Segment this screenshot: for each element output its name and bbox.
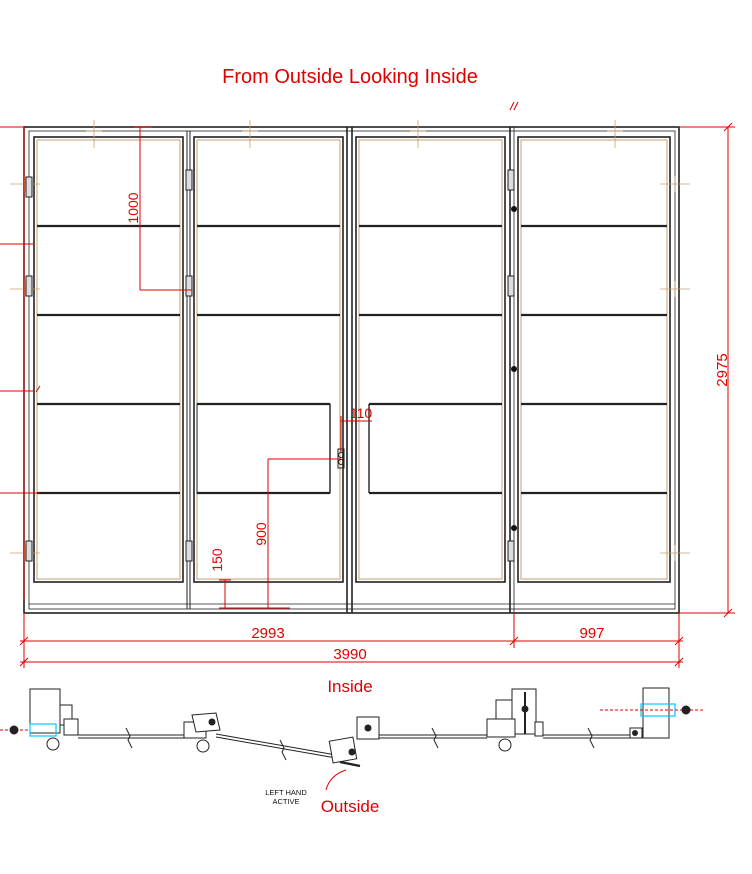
outside-label: Outside	[321, 797, 380, 816]
dimension-lines	[0, 122, 735, 668]
dim-handle-height: 900	[253, 522, 269, 546]
dim-sidelite-width: 997	[579, 625, 604, 642]
outer-frame	[23, 126, 680, 614]
door-leaf-1	[33, 136, 184, 583]
note-leader	[325, 769, 347, 791]
break-marks	[35, 101, 519, 393]
plan-view	[0, 687, 705, 768]
dim-bottom-rail: 150	[209, 548, 225, 572]
dim-overall-height: 2975	[714, 353, 731, 386]
dim-opening-width: 2993	[251, 625, 284, 642]
dim-rail-spacing: 1000	[125, 192, 141, 223]
inside-label: Inside	[327, 677, 372, 696]
plan-note-line1: LEFT HAND	[265, 788, 307, 797]
hinges	[25, 169, 515, 562]
drawing-title: From Outside Looking Inside	[222, 66, 478, 88]
dim-overall-width: 3990	[333, 646, 366, 663]
door-leaf-3	[355, 136, 506, 583]
dim-handle-offset: 110	[350, 405, 373, 421]
plan-note-line2: ACTIVE	[272, 797, 299, 806]
flush-bolts	[511, 206, 517, 531]
sidelite-panel	[517, 136, 671, 583]
fixing-markers	[10, 120, 690, 561]
